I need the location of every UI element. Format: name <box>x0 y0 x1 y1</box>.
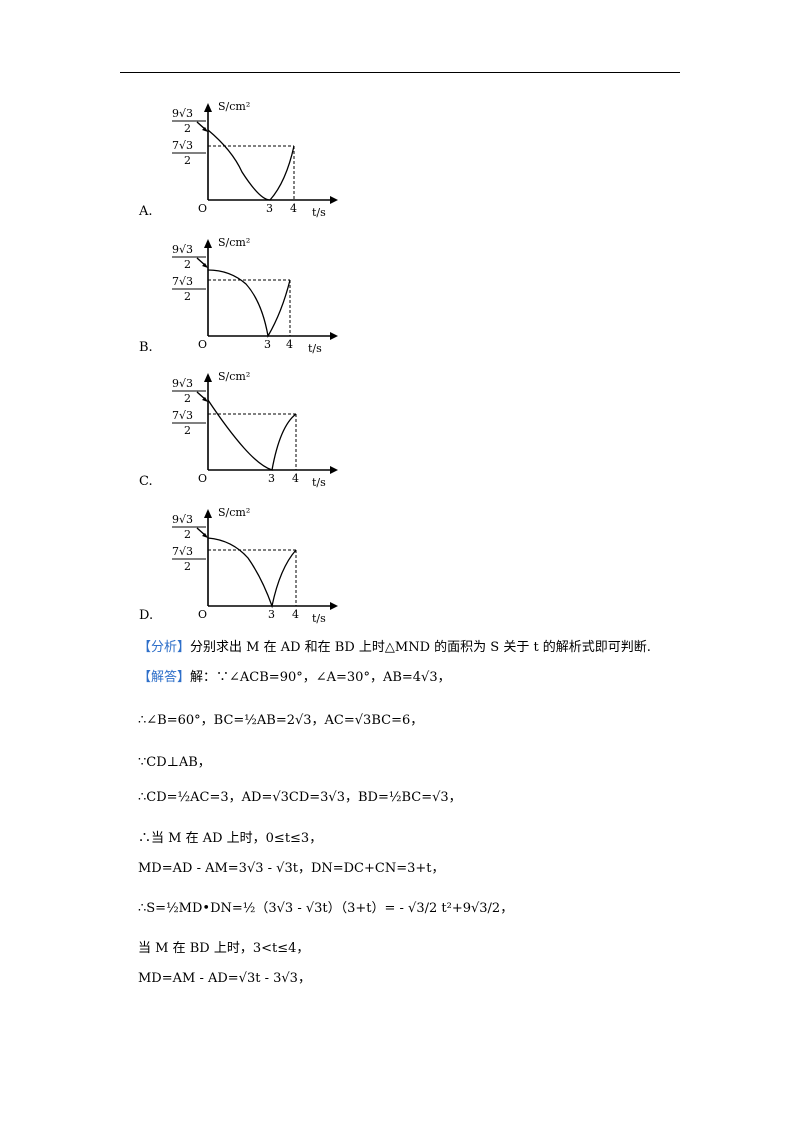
graph-c-mid-den: 2 <box>184 424 191 437</box>
graph-c-mid-num: 7√3 <box>172 409 193 422</box>
option-a-label: A. <box>139 204 153 219</box>
graph-d-tick-4: 4 <box>292 608 299 621</box>
analysis-line: 【分析】分别求出 M 在 AD 和在 BD 上时△MND 的面积为 S 关于 t… <box>138 641 651 654</box>
graph-d-axes <box>204 509 338 610</box>
graph-a-y-label: S/cm² <box>218 100 250 113</box>
graph-b-y-label: S/cm² <box>218 236 250 249</box>
graph-d-origin: O <box>198 608 207 621</box>
graph-d-y-label: S/cm² <box>218 506 250 519</box>
graph-c-x-label: t/s <box>312 476 326 489</box>
solution-line-7: ∴S=½MD•DN=½（3√3 - √3t）（3+t）= - √3/2 t²+9… <box>138 901 514 916</box>
solution-line-4: ∴CD=½AC=3，AD=√3CD=3√3，BD=½BC=√3， <box>138 790 462 805</box>
graph-c-top-den: 2 <box>184 392 191 405</box>
option-d-label: D. <box>139 608 154 623</box>
graph-a-top-den: 2 <box>184 122 191 135</box>
analysis-text: 分别求出 M 在 AD 和在 BD 上时△MND 的面积为 S 关于 t 的解析… <box>190 640 651 655</box>
graph-b-tick-3: 3 <box>264 338 271 351</box>
graph-b-top-den: 2 <box>184 258 191 271</box>
graph-b-curve <box>207 269 291 338</box>
graph-c-svg: 9√3 2 7√3 2 S/cm² O 3 4 t/s <box>172 370 338 489</box>
graph-b-svg: 9√3 2 7√3 2 S/cm² O 3 4 t/s <box>172 236 338 355</box>
solution-line-2: ∴∠B=60°，BC=½AB=2√3，AC=√3BC=6， <box>138 713 424 728</box>
graph-a-mid-num: 7√3 <box>172 139 193 152</box>
graph-c-tick-3: 3 <box>268 472 275 485</box>
graph-b-axes <box>204 239 338 340</box>
graph-option-c: 9√3 2 7√3 2 S/cm² O 3 4 t/s <box>162 370 362 489</box>
graph-option-a: 9√3 2 7√3 2 S/cm² O 3 4 t/s <box>162 100 362 219</box>
graph-b-tick-4: 4 <box>286 338 293 351</box>
solution-line-3: ∵CD⊥AB， <box>138 755 211 770</box>
solution-line-9: MD=AM - AD=√3t - 3√3， <box>138 971 311 986</box>
graph-a-tick-4: 4 <box>290 202 297 215</box>
graph-a-curve <box>207 129 295 201</box>
answer-line: 【解答】解：∵∠ACB=90°，∠A=30°，AB=4√3， <box>138 671 451 684</box>
graph-a-x-label: t/s <box>312 206 326 219</box>
solution-line-5: ∴当 M 在 AD 上时，0≤t≤3， <box>138 831 323 846</box>
graph-a-tick-3: 3 <box>266 202 273 215</box>
graph-c-origin: O <box>198 472 207 485</box>
graph-b-mid-den: 2 <box>184 290 191 303</box>
graph-d-x-label: t/s <box>312 612 326 625</box>
graph-c-top-num: 9√3 <box>172 377 193 390</box>
graph-option-d: 9√3 2 7√3 2 S/cm² O 3 4 t/s <box>162 506 362 625</box>
header-rule <box>120 72 680 73</box>
solution-line-6: MD=AD - AM=3√3 - √3t，DN=DC+CN=3+t， <box>138 861 445 876</box>
graph-a-svg: 9√3 2 7√3 2 S/cm² O 3 4 t/s <box>172 100 338 219</box>
answer-tag: 【解答】 <box>138 670 191 685</box>
graph-d-top-den: 2 <box>184 528 191 541</box>
graph-b-top-num: 9√3 <box>172 243 193 256</box>
graph-c-y-label: S/cm² <box>218 370 250 383</box>
graph-d-tick-3: 3 <box>268 608 275 621</box>
graph-d-mid-num: 7√3 <box>172 545 193 558</box>
graph-d-svg: 9√3 2 7√3 2 S/cm² O 3 4 t/s <box>172 506 338 625</box>
graph-d-mid-den: 2 <box>184 560 191 573</box>
graph-c-axes <box>204 373 338 474</box>
graph-option-b: 9√3 2 7√3 2 S/cm² O 3 4 t/s <box>162 236 362 355</box>
graph-b-origin: O <box>198 338 207 351</box>
solution-line-1: 解：∵∠ACB=90°，∠A=30°，AB=4√3， <box>190 670 451 685</box>
graph-d-top-num: 9√3 <box>172 513 193 526</box>
analysis-tag: 【分析】 <box>138 640 191 655</box>
graph-a-mid-den: 2 <box>184 154 191 167</box>
solution-line-8: 当 M 在 BD 上时，3<t≤4， <box>138 941 310 956</box>
graph-d-curve <box>207 537 297 609</box>
graph-a-axes <box>204 103 338 204</box>
option-b-label: B. <box>139 340 153 355</box>
graph-a-top-num: 9√3 <box>172 107 193 120</box>
graph-c-curve <box>207 399 297 471</box>
graph-c-tick-4: 4 <box>292 472 299 485</box>
graph-a-origin: O <box>198 202 207 215</box>
option-c-label: C. <box>139 474 153 489</box>
graph-b-mid-num: 7√3 <box>172 275 193 288</box>
graph-b-x-label: t/s <box>308 342 322 355</box>
